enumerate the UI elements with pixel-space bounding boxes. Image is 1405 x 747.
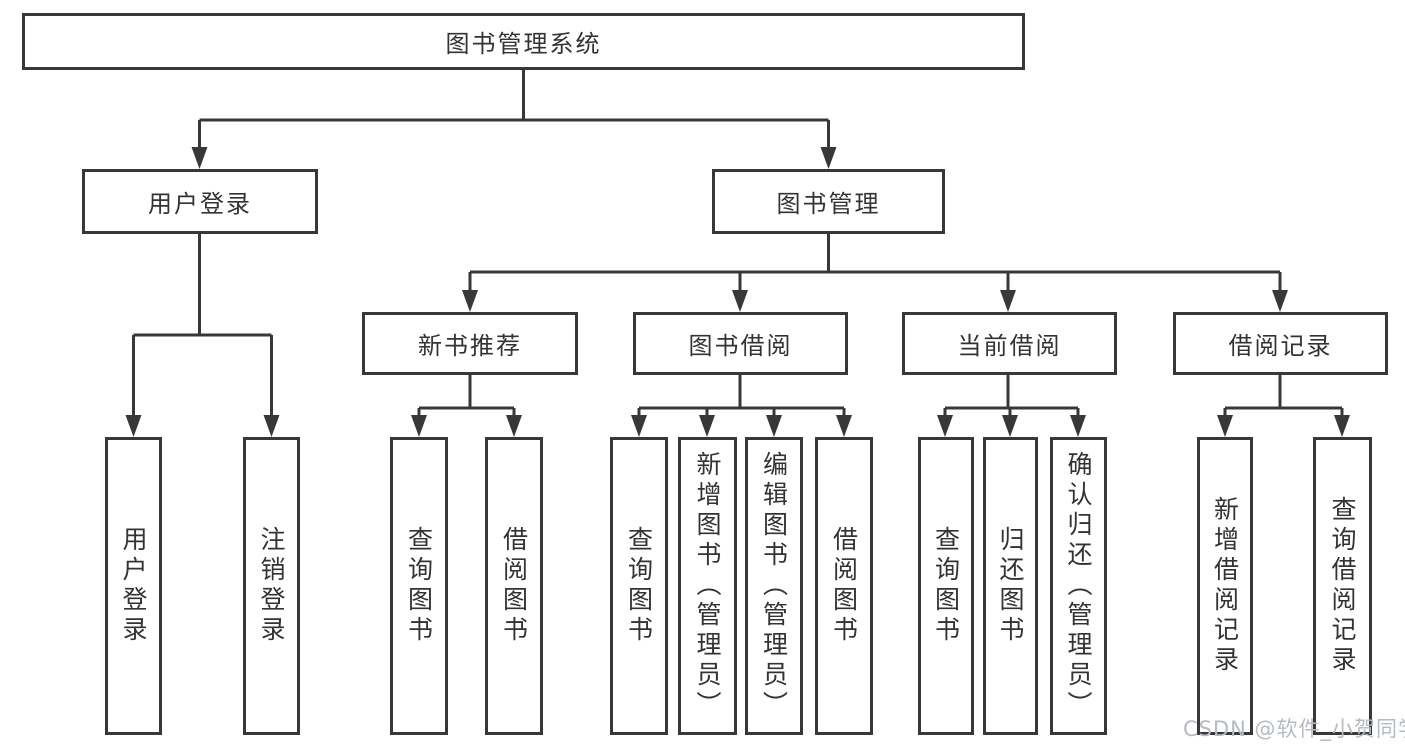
node-new-book-recommend: 新书推荐 (362, 312, 578, 375)
leaf-borrow-edit-books-admin-label: 编辑图书（管理员） (759, 451, 789, 721)
node-new-book-recommend-label: 新书推荐 (418, 332, 522, 360)
leaf-user-login: 用户登录 (105, 437, 162, 735)
node-borrow-records: 借阅记录 (1173, 312, 1388, 375)
leaf-borrow-add-books-admin: 新增图书（管理员） (678, 437, 737, 735)
leaf-borrow-query-books-label: 查询图书 (624, 526, 654, 646)
node-user-login-label: 用户登录 (148, 190, 252, 218)
watermark: CSDN @软件_小贺同学 (1183, 717, 1405, 741)
node-book-management: 图书管理 (712, 169, 945, 234)
leaf-newrec-query-books: 查询图书 (390, 437, 448, 735)
leaf-user-login-label: 用户登录 (119, 526, 148, 646)
leaf-record-query-record-label: 查询借阅记录 (1328, 496, 1357, 676)
node-root-label: 图书管理系统 (445, 30, 602, 58)
leaf-current-confirm-return-admin: 确认归还（管理员） (1050, 437, 1107, 735)
node-book-borrow-label: 图书借阅 (688, 332, 793, 360)
node-root: 图书管理系统 (22, 13, 1025, 70)
node-current-borrow: 当前借阅 (902, 312, 1117, 375)
leaf-record-add-record-label: 新增借阅记录 (1210, 496, 1240, 676)
node-borrow-records-label: 借阅记录 (1228, 332, 1333, 360)
node-book-borrow: 图书借阅 (633, 312, 848, 375)
leaf-current-confirm-return-admin-label: 确认归还（管理员） (1064, 451, 1093, 721)
node-current-borrow-label: 当前借阅 (957, 332, 1062, 360)
leaf-current-return-books-label: 归还图书 (996, 526, 1025, 646)
arrowheads (125, 147, 1350, 437)
leaf-borrow-borrow-books-label: 借阅图书 (829, 526, 859, 646)
leaf-newrec-borrow-books-label: 借阅图书 (499, 526, 529, 646)
leaf-newrec-borrow-books: 借阅图书 (485, 437, 543, 735)
leaf-newrec-query-books-label: 查询图书 (404, 526, 434, 646)
leaf-logout: 注销登录 (243, 437, 300, 735)
leaf-borrow-borrow-books: 借阅图书 (815, 437, 873, 735)
leaf-current-query-books-label: 查询图书 (931, 526, 961, 646)
node-book-management-label: 图书管理 (776, 190, 881, 218)
leaf-record-query-record: 查询借阅记录 (1313, 437, 1372, 735)
node-user-login: 用户登录 (82, 169, 318, 234)
leaf-borrow-query-books: 查询图书 (610, 437, 668, 735)
leaf-current-return-books: 归还图书 (983, 437, 1038, 735)
leaf-borrow-edit-books-admin: 编辑图书（管理员） (745, 437, 803, 735)
leaf-record-add-record: 新增借阅记录 (1197, 437, 1253, 735)
leaf-current-query-books: 查询图书 (918, 437, 974, 735)
leaf-logout-label: 注销登录 (257, 526, 286, 646)
leaf-borrow-add-books-admin-label: 新增图书（管理员） (693, 451, 722, 721)
